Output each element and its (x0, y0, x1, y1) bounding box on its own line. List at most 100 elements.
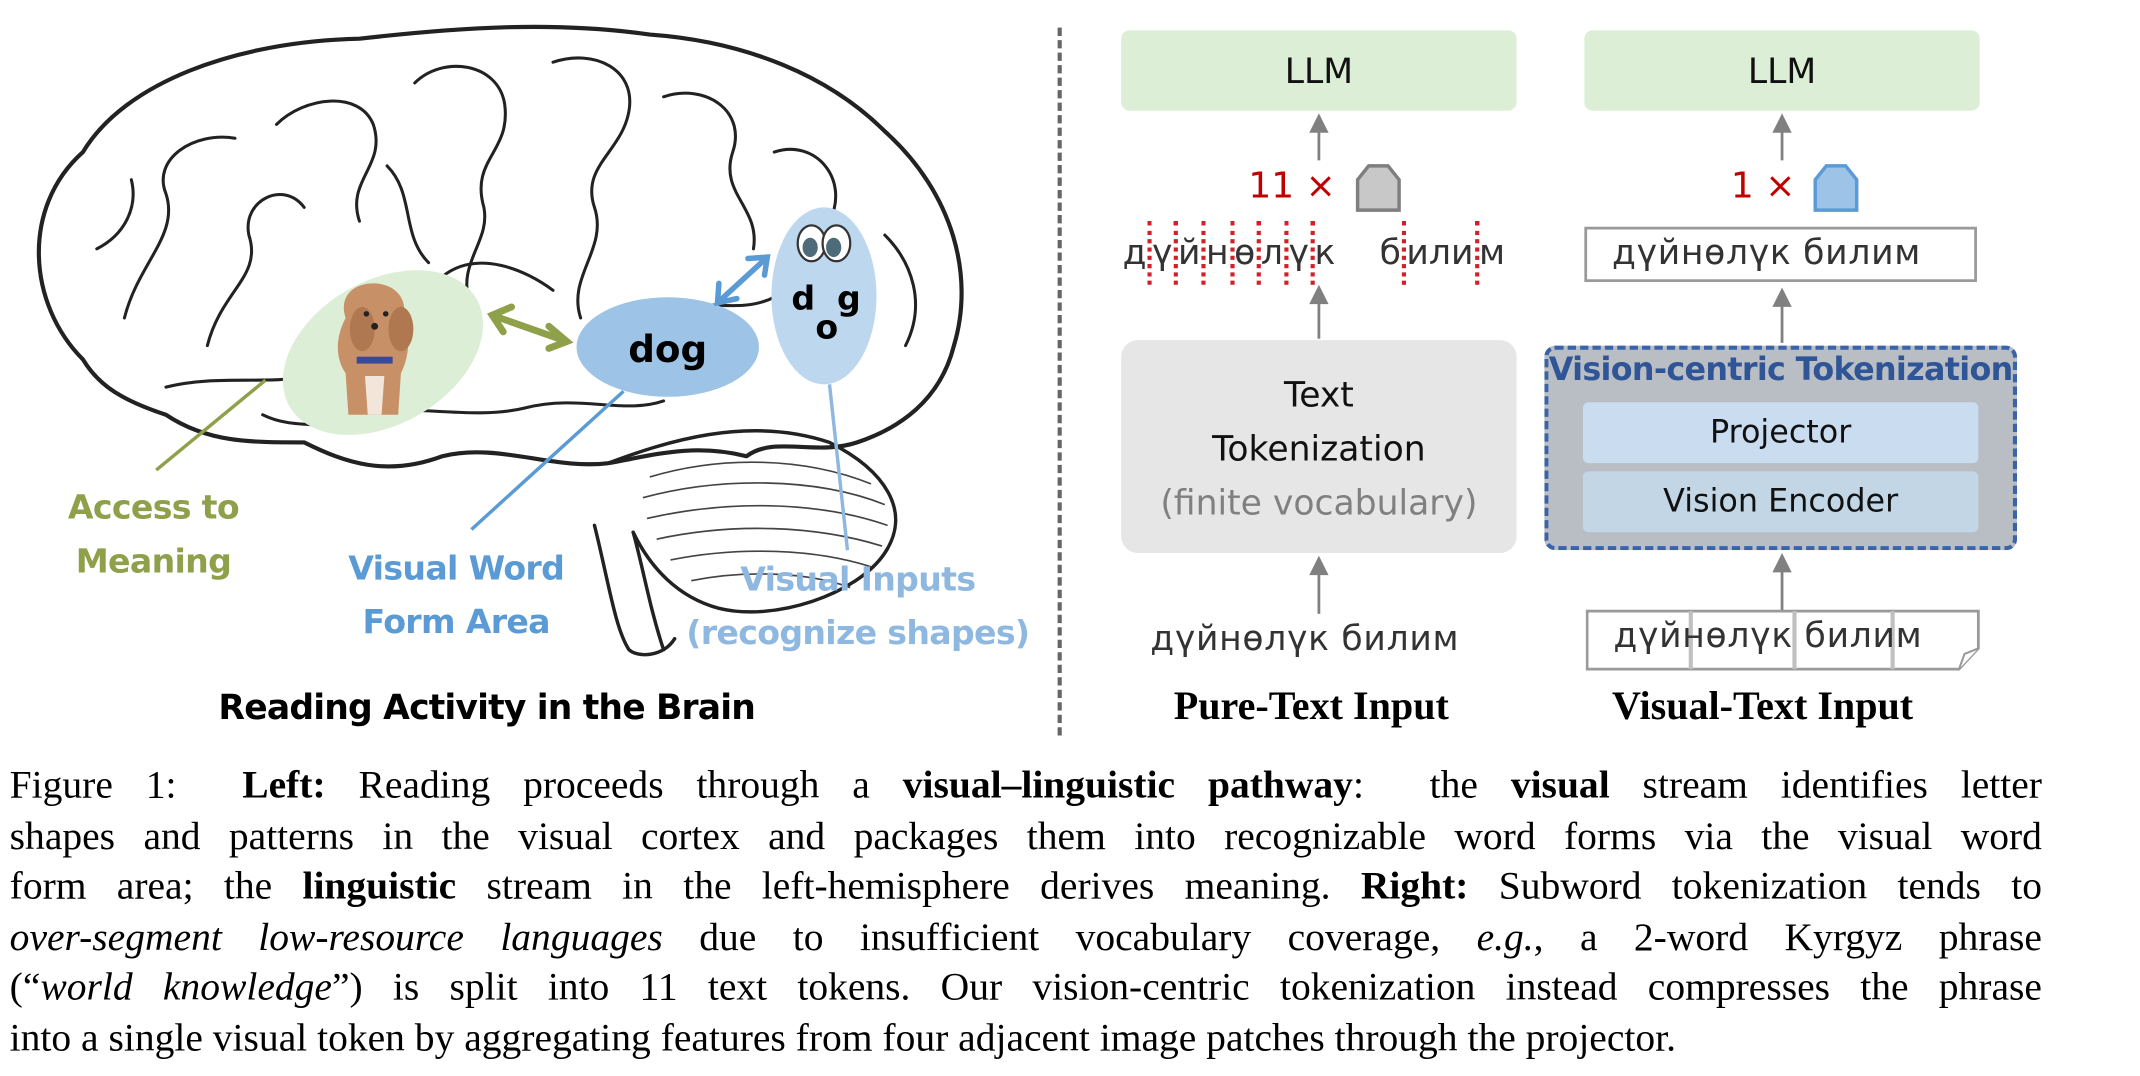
visual-inputs-label: Visual Inputs (recognize shapes) (675, 553, 1041, 661)
visual-output-text: дүйнөлүк билим (1611, 232, 1922, 273)
tokenizer-line-2: Tokenization (1212, 428, 1426, 469)
text-token: ү (1286, 221, 1315, 285)
word-gap (1338, 232, 1377, 272)
vision-encoder-label: Vision Encoder (1663, 483, 1899, 520)
letter-g: g (837, 279, 861, 318)
text-token: к (1314, 232, 1336, 273)
token-boundary (1310, 221, 1315, 285)
token-boundary (1402, 221, 1407, 285)
text-token: л (1258, 221, 1289, 285)
token-boundary (1230, 221, 1235, 285)
meaning-vwfa-arrow (486, 303, 574, 352)
eyes-icon (796, 224, 852, 263)
text-token: д (1120, 221, 1153, 285)
vwfa-leader-line (470, 389, 625, 531)
letter-o: o (815, 308, 838, 347)
token-boundary (1256, 221, 1261, 285)
caption-bold-run: Right: (1360, 865, 1469, 909)
token-boundary (1147, 221, 1153, 285)
llm-box-visual: LLM (1584, 30, 1980, 111)
text-token: ө (1231, 221, 1261, 285)
vision-centric-title: Vision-centric Tokenization (1548, 352, 2013, 389)
text-token-icon (1355, 164, 1401, 212)
text-token: н (1203, 221, 1235, 285)
caption-bold-run: visual–linguistic pathway (902, 764, 1353, 808)
caption-run: stream identifies letter (1609, 764, 2042, 808)
caption-run: , a 2-word Kyrgyz phrase (1533, 916, 2042, 960)
visual-inputs-ellipse (771, 207, 877, 385)
text-tokenization-box: Text Tokenization (finite vocabulary) (1121, 340, 1517, 553)
caption-run: (“ (9, 966, 41, 1010)
caption-line: into a single visual token by aggregatin… (10, 1015, 2042, 1066)
caption-bold-run: visual (1510, 764, 1610, 808)
pure-input-text: дүйнөлүк билим (1150, 617, 1460, 659)
llm-box-pure: LLM (1121, 30, 1517, 111)
caption-run: Figure 1: (9, 764, 243, 808)
letter-d: d (791, 279, 815, 318)
caption-run: due to insufficient vocabulary coverage, (662, 916, 1477, 960)
token-boundary (1201, 221, 1207, 285)
times-symbol-visual: × (1765, 165, 1796, 208)
caption-run: stream in the left-hemisphere derives me… (456, 865, 1361, 909)
token-boundary (1173, 221, 1179, 285)
caption-italic-run: world knowledge (40, 966, 332, 1010)
arrow-input-to-tokenizer-visual (1772, 553, 1792, 612)
caption-run: Reading proceeds through a (325, 764, 903, 808)
caption-line: shapes and patterns in the visual cortex… (10, 812, 2042, 863)
caption-bold-run: linguistic (302, 865, 457, 909)
token-count-number-pure: 11 (1248, 165, 1295, 208)
token-count-visual: 1 × (1731, 166, 1795, 207)
pure-text-title: Pure-Text Input (1173, 684, 1449, 729)
token-count-pure: 11 × (1248, 166, 1335, 207)
left-panel-title: Reading Activity in the Brain (218, 687, 756, 728)
text-token: или (1404, 221, 1479, 285)
projector-label: Projector (1709, 414, 1852, 451)
panel-divider (1057, 27, 1062, 736)
text-token: б (1377, 221, 1407, 285)
cerebellum-folds (642, 461, 888, 589)
llm-label-pure: LLM (1284, 50, 1354, 91)
visual-inputs-label-line-1: Visual Inputs (740, 559, 976, 599)
visual-text-title: Visual-Text Input (1611, 684, 1914, 729)
times-symbol-pure: × (1305, 165, 1336, 208)
arrow-input-to-tokenizer-pure (1309, 555, 1329, 614)
meaning-leader-line (155, 378, 267, 472)
caption-run: shapes and patterns in the visual cortex… (9, 815, 2042, 858)
image-patch-frame (1585, 609, 1980, 671)
caption-run: ”) is split into 11 text tokens. Our vis… (331, 966, 2042, 1010)
caption-line: (“world knowledge”) is split into 11 tex… (10, 964, 2042, 1015)
meaning-label: Access to Meaning (50, 481, 257, 589)
caption-bold-run: Left: (242, 764, 326, 808)
caption-line: form area; the linguistic stream in the … (10, 863, 2042, 914)
vwfa-bubble-text: dog (628, 327, 707, 371)
visual-inputs-label-line-2: (recognize shapes) (686, 613, 1030, 653)
arrow-tokenizer-to-output (1772, 287, 1792, 343)
tokenizer-line-3: (finite vocabulary) (1160, 482, 1478, 523)
arrow-tokenizer-to-tokens (1309, 284, 1329, 339)
text-token: ү (1149, 221, 1179, 285)
text-token: й (1175, 221, 1207, 285)
caption-line: Figure 1: Left: Reading proceeds through… (10, 762, 2042, 813)
vwfa-label-line-2: Form Area (362, 602, 551, 642)
caption-line: over-segment low-resource languages due … (10, 914, 2042, 965)
vision-centric-tokenization-box: Vision-centric Tokenization Projector Vi… (1544, 345, 2018, 551)
caption-run: form area; the (9, 865, 303, 909)
vwfa-label-line-1: Visual Word (348, 548, 565, 588)
vwfa-ellipse (576, 297, 759, 397)
visual-token-icon (1813, 164, 1859, 212)
token-count-number-visual: 1 (1730, 165, 1754, 208)
dog-photo (337, 283, 414, 415)
caption-run: into a single visual token by aggregatin… (9, 1017, 1677, 1061)
vwfa-visual-arrow (714, 254, 771, 307)
caption-run: Subword tokenization tends to (1468, 865, 2042, 909)
arrow-to-llm-pure (1309, 113, 1329, 161)
vwfa-label: Visual Word Form Area (318, 542, 595, 650)
meaning-label-line-1: Access to (67, 488, 240, 527)
caption-run: : the (1352, 764, 1511, 808)
projector-box: Projector (1582, 402, 1979, 464)
visual-token-output-box: дүйнөлүк билим (1584, 226, 1977, 283)
caption-italic-run: over-segment low-resource languages (9, 916, 663, 960)
llm-label-visual: LLM (1747, 50, 1817, 91)
